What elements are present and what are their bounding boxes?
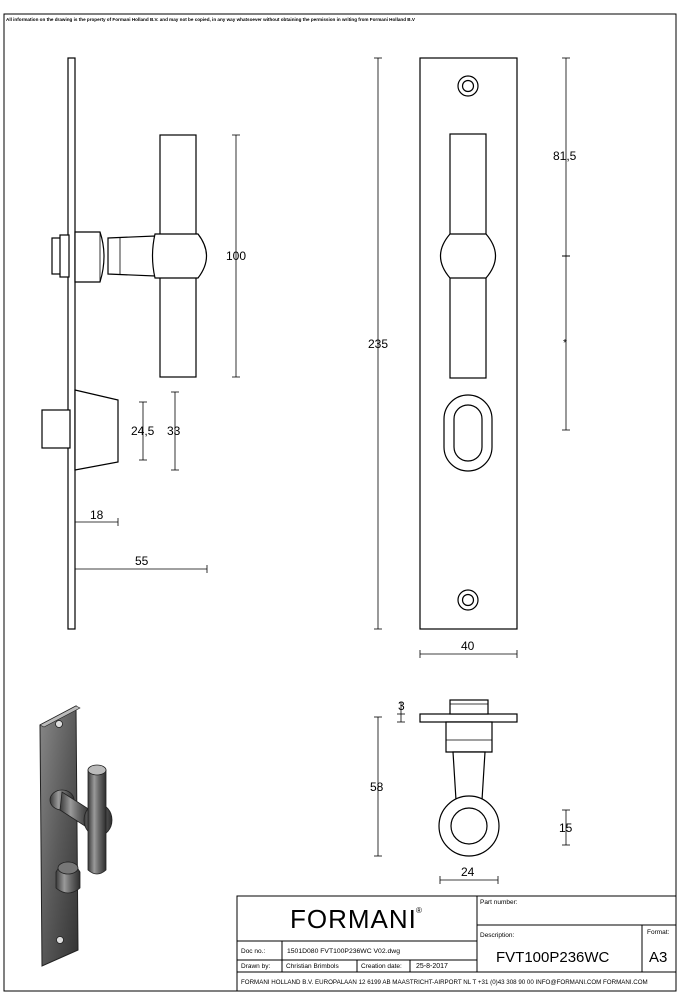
brand-registered-mark: ®	[416, 906, 422, 915]
front-knuckle	[439, 233, 497, 279]
dim-ring-height: 58	[370, 780, 384, 794]
ring-rose-plate	[419, 713, 518, 723]
side-backplate	[67, 57, 76, 630]
dim-rose-thickness: 3	[398, 699, 405, 713]
dim-key-cover-outer: 33	[167, 424, 181, 438]
brand-logo: FORMANI	[290, 904, 417, 934]
format-value: A3	[649, 949, 667, 966]
drawn-by-value: Christian Brimbols	[286, 963, 339, 970]
description-value: FVT100P236WC	[496, 949, 610, 966]
dim-ring-diameter: 15	[559, 821, 573, 835]
ring-rose-top	[449, 699, 489, 715]
company-footer: FORMANI HOLLAND B.V. EUROPALAAN 12 6199 …	[241, 979, 648, 986]
side-rose	[59, 234, 70, 278]
front-dimensions: 235 81,5 * 40	[368, 57, 577, 658]
drawn-by-label: Drawn by:	[241, 963, 270, 970]
dim-ring-width: 24	[461, 865, 475, 879]
dim-spindle-offset: 81,5	[553, 149, 577, 163]
front-key-rose-inner	[453, 404, 483, 462]
product-render	[39, 705, 113, 967]
ring-view	[419, 699, 518, 857]
dim-handle-length: 100	[226, 249, 246, 263]
side-neck	[107, 235, 156, 277]
ring-collar	[445, 721, 493, 753]
doc-no-value: 1501D080 FVT100P236WC V02.dwg	[287, 948, 400, 955]
ring-neck	[452, 751, 486, 801]
side-key-cover	[74, 389, 119, 471]
title-block: FORMANI ® Doc no.: 1501D080 FVT100P236WC…	[236, 895, 677, 992]
creation-date-label: Creation date:	[361, 963, 402, 970]
side-view	[41, 57, 208, 630]
side-knuckle	[151, 233, 208, 279]
dim-projection-18: 18	[90, 508, 104, 522]
part-number-label: Part number:	[480, 899, 518, 906]
creation-date-value: 25-8-2017	[416, 963, 448, 970]
dim-plate-height: 235	[368, 337, 388, 351]
dim-key-cover-inner: 24,5	[131, 424, 155, 438]
front-view	[419, 57, 518, 630]
dim-center-marker: *	[563, 338, 567, 349]
format-label: Format:	[647, 929, 670, 936]
doc-no-label: Doc no.:	[241, 948, 265, 955]
dim-plate-width: 40	[461, 639, 475, 653]
dim-projection-55: 55	[135, 554, 149, 568]
side-key-cover-base	[41, 409, 71, 449]
copyright-notice: All information on the drawing is the pr…	[6, 17, 416, 22]
description-label: Description:	[480, 932, 515, 939]
side-dimensions: 100 24,5 33 18 55	[75, 134, 246, 573]
ring-inner	[450, 807, 488, 845]
ring-dimensions: 3 58 15 24	[370, 699, 573, 884]
